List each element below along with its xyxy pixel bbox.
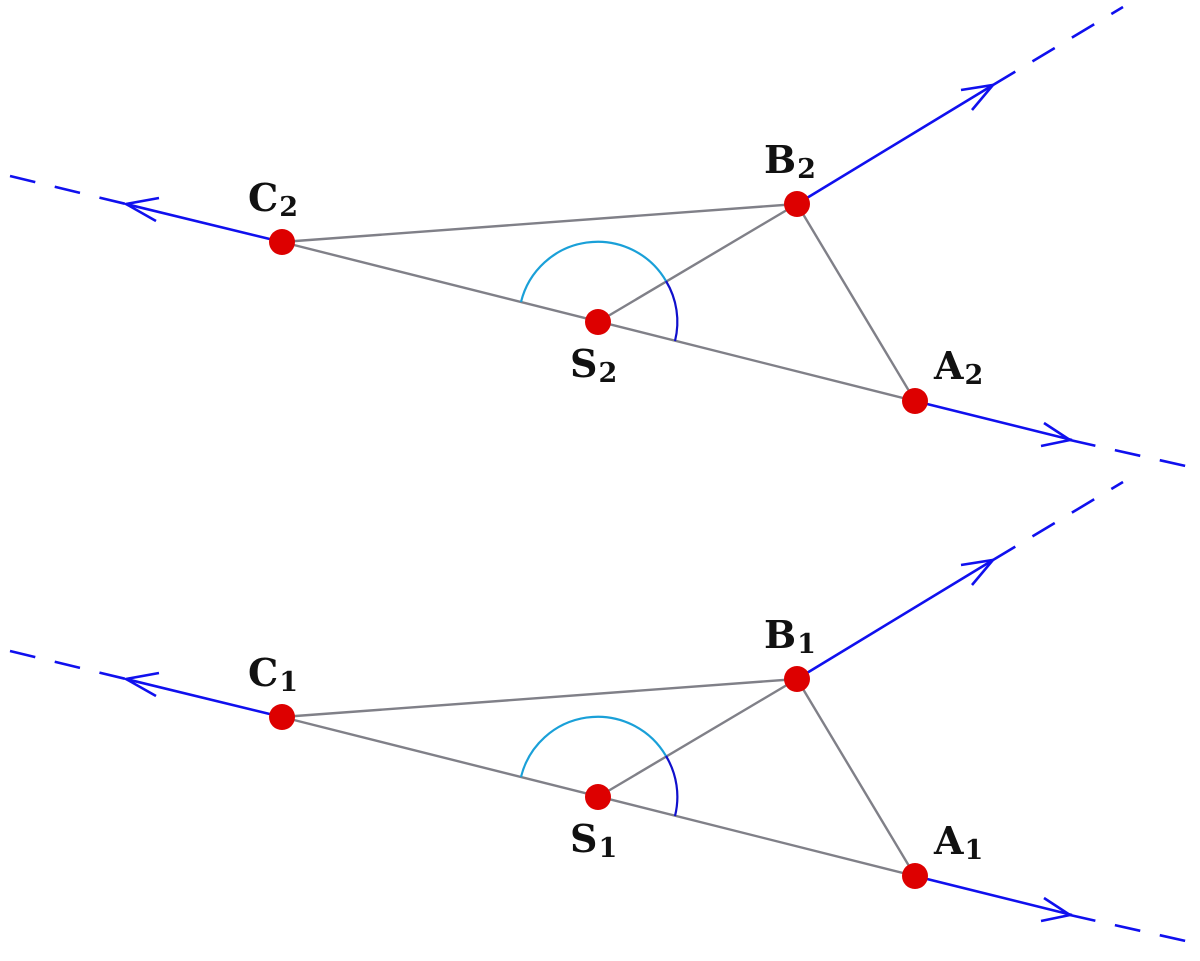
label-b: B2	[764, 137, 816, 185]
ray-c-dashed	[9, 649, 127, 681]
ray-c-arrowhead	[122, 196, 160, 223]
angle-arc-light	[519, 240, 667, 303]
angle-arc-dark	[665, 755, 679, 817]
label-s: S1	[570, 816, 617, 864]
ray-b-dashed	[992, 5, 1124, 87]
ray-a-arrowhead	[1040, 896, 1074, 923]
edge-s-b	[597, 202, 798, 324]
point-b	[784, 191, 810, 217]
angle-arc-light	[519, 715, 667, 778]
ray-c-arrowhead	[122, 671, 160, 698]
edge-b-a	[795, 678, 917, 877]
edge-c-b	[281, 202, 798, 244]
ray-a-solid	[914, 874, 1073, 917]
point-c	[269, 704, 295, 730]
point-b	[784, 666, 810, 692]
ray-a-arrowhead	[1040, 421, 1074, 448]
angle-arc-dark	[665, 280, 679, 342]
point-s	[585, 784, 611, 810]
ray-b-solid	[796, 83, 994, 206]
ray-b-solid	[796, 558, 994, 681]
point-a	[902, 863, 928, 889]
point-c	[269, 229, 295, 255]
ray-a-dashed	[1069, 913, 1191, 944]
label-a: A1	[933, 818, 983, 866]
edge-c-b	[281, 677, 798, 719]
ray-b-dashed	[992, 480, 1124, 562]
label-c: C1	[248, 650, 298, 698]
label-a: A2	[933, 343, 983, 391]
ray-b-arrowhead	[960, 558, 997, 586]
label-b: B1	[764, 612, 816, 660]
figure-lower: A1 B1 C1 S1	[9, 480, 1191, 944]
point-a	[902, 388, 928, 414]
ray-c-solid	[125, 202, 283, 244]
ray-c-solid	[125, 677, 283, 719]
ray-c-dashed	[9, 174, 127, 206]
ray-b-arrowhead	[960, 83, 997, 111]
edge-b-a	[795, 203, 917, 402]
label-s: S2	[570, 341, 617, 389]
ray-a-solid	[914, 399, 1073, 442]
figure-upper: A2 B2 C2 S2	[9, 5, 1191, 469]
point-s	[585, 309, 611, 335]
edge-s-b	[597, 677, 798, 799]
ray-a-dashed	[1069, 438, 1191, 469]
label-c: C2	[248, 175, 298, 223]
